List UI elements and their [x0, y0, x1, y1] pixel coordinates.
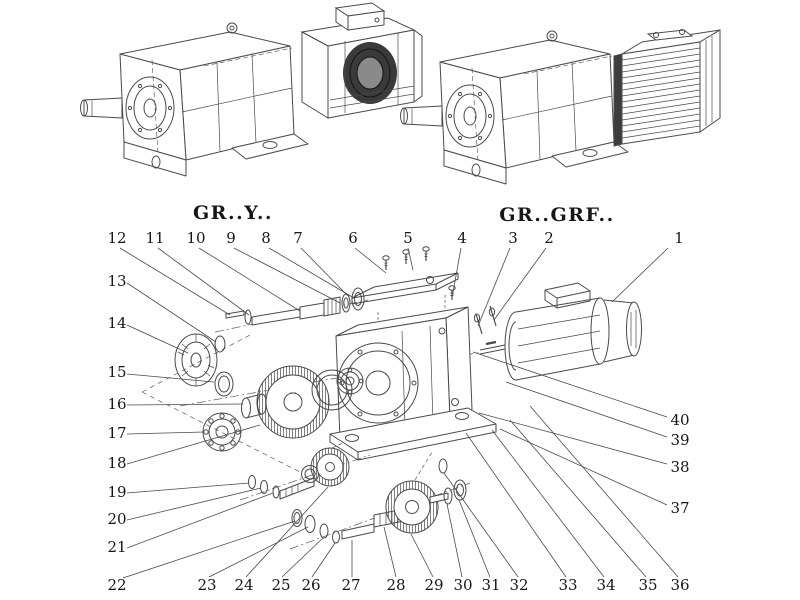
- output-shaft-assembly: [291, 458, 467, 544]
- callout-29: 29: [424, 576, 443, 594]
- leader-lines: [119, 247, 679, 579]
- intermediate-gear-set: [202, 365, 364, 452]
- callout-21: 21: [107, 538, 126, 556]
- variant-label-gr-y: GR..Y..: [193, 202, 273, 224]
- product-drawing-gr-grf: [400, 29, 721, 185]
- housing-cover-drawing: [351, 272, 459, 305]
- product-drawing-gr-y: [80, 2, 423, 177]
- callout-11: 11: [145, 229, 164, 247]
- motor-terminal-box-drawing: [544, 282, 591, 309]
- callout-32: 32: [509, 576, 528, 594]
- motor-exploded-drawing: [479, 282, 642, 381]
- callout-30: 30: [453, 576, 472, 594]
- housing-base-drawing: [329, 407, 497, 461]
- callout-numbers: 1 2 3 4 5 6 7 8 9 10 11 12 13 14 15 16 1…: [107, 229, 689, 594]
- mounting-bracket-drawing: [646, 29, 694, 41]
- callout-40: 40: [670, 411, 689, 429]
- input-shaft-assembly: [174, 287, 365, 397]
- large-gear-drawing: [256, 365, 330, 439]
- callout-27: 27: [341, 576, 360, 594]
- callout-12: 12: [107, 229, 126, 247]
- callout-15: 15: [107, 363, 126, 381]
- callout-26: 26: [301, 576, 320, 594]
- callout-34: 34: [596, 576, 615, 594]
- motor-studs: [473, 305, 497, 335]
- callout-25: 25: [271, 576, 290, 594]
- variant-label-gr-grf: GR..GRF..: [499, 204, 615, 226]
- callout-24: 24: [234, 576, 253, 594]
- callout-9: 9: [226, 229, 236, 247]
- terminal-box-drawing: [334, 2, 386, 31]
- callout-35: 35: [638, 576, 657, 594]
- callout-37: 37: [670, 499, 689, 517]
- callout-28: 28: [386, 576, 405, 594]
- callout-19: 19: [107, 483, 126, 501]
- callout-17: 17: [107, 424, 126, 442]
- motor-rear-drawing: [300, 2, 423, 119]
- pinion-assembly: [248, 447, 350, 500]
- housing-drawing: [335, 306, 473, 441]
- callout-23: 23: [197, 576, 216, 594]
- output-gear-drawing: [385, 480, 439, 534]
- callout-8: 8: [261, 229, 271, 247]
- callout-38: 38: [670, 458, 689, 476]
- callout-13: 13: [107, 272, 126, 290]
- callout-20: 20: [107, 510, 126, 528]
- callout-22: 22: [107, 576, 126, 594]
- callout-7: 7: [293, 229, 303, 247]
- finned-block-drawing: [613, 29, 721, 147]
- callout-10: 10: [186, 229, 205, 247]
- callout-33: 33: [558, 576, 577, 594]
- callout-5: 5: [403, 229, 413, 247]
- callout-1: 1: [674, 229, 684, 247]
- exploded-view: [141, 246, 642, 550]
- callout-4: 4: [457, 229, 467, 247]
- second-bearing-drawing: [336, 367, 364, 395]
- callout-6: 6: [348, 229, 358, 247]
- callout-2: 2: [544, 229, 554, 247]
- callout-18: 18: [107, 454, 126, 472]
- callout-3: 3: [508, 229, 518, 247]
- callout-39: 39: [670, 431, 689, 449]
- callout-16: 16: [107, 395, 126, 413]
- callout-14: 14: [107, 314, 126, 332]
- callout-31: 31: [481, 576, 500, 594]
- input-bearing-drawing: [174, 333, 218, 387]
- small-gear-drawing: [310, 447, 350, 487]
- callout-36: 36: [670, 576, 689, 594]
